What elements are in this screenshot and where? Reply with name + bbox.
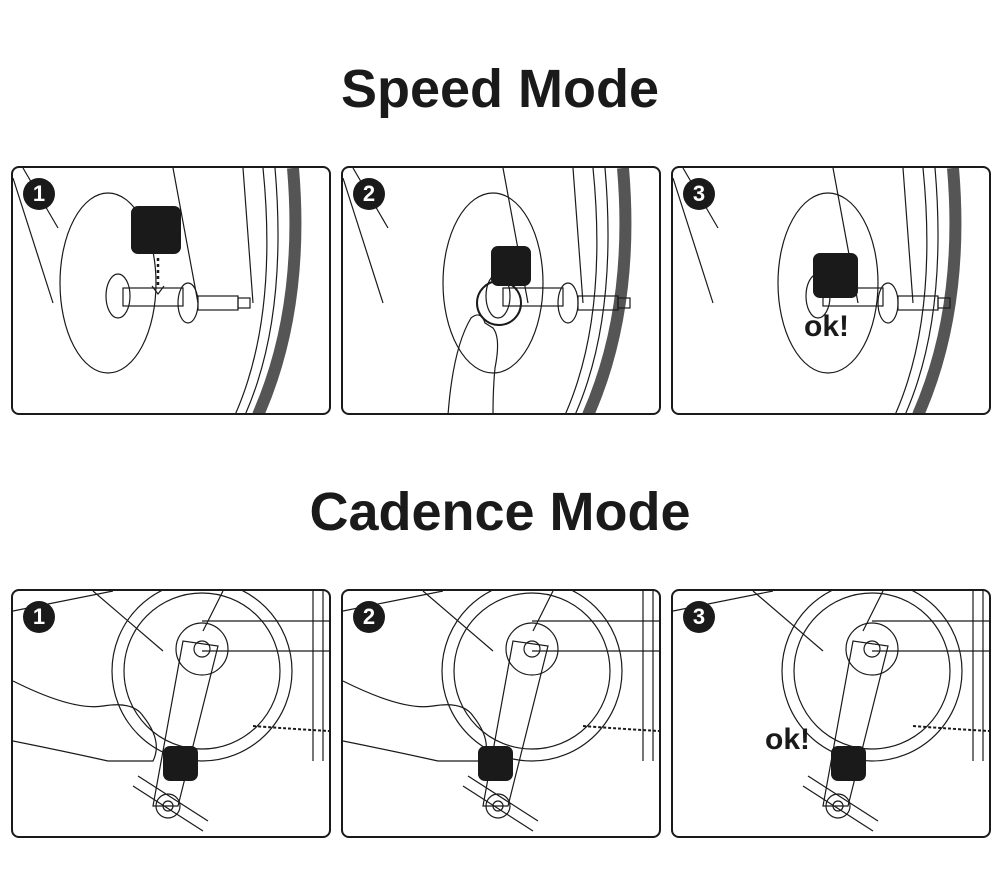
wheel-hub-illustration [673, 168, 962, 413]
step-number-badge: 1 [23, 178, 55, 210]
ok-label: ok! [804, 310, 849, 343]
sensor-icon [478, 746, 513, 781]
cadence-mode-title: Cadence Mode [309, 482, 691, 542]
ok-label: ok! [765, 723, 810, 756]
sensor-icon [813, 253, 858, 298]
wheel-hub-illustration [343, 168, 632, 413]
step-number-badge: 2 [353, 178, 385, 210]
step-number-badge: 1 [23, 601, 55, 633]
wheel-hub-illustration [13, 168, 302, 413]
sensor-icon [491, 246, 531, 286]
sensor-icon [831, 746, 866, 781]
cadence-step-1-panel: 1 [11, 589, 331, 838]
speed-step-1-panel: 1 [11, 166, 331, 415]
sensor-icon [131, 206, 181, 254]
step-number-badge: 2 [353, 601, 385, 633]
cadence-step-3-panel: 3 ok! [671, 589, 991, 838]
speed-mode-title: Speed Mode [340, 59, 660, 119]
speed-step-2-panel: 2 [341, 166, 661, 415]
hand-icon [343, 680, 487, 762]
step-number-badge: 3 [683, 178, 715, 210]
crank-arm-illustration [13, 591, 329, 832]
crank-arm-illustration [343, 591, 659, 832]
step-number-badge: 3 [683, 601, 715, 633]
hand-icon [13, 680, 157, 762]
crank-arm-illustration [673, 591, 989, 832]
hand-icon [447, 314, 499, 413]
sensor-icon [163, 746, 198, 781]
speed-step-3-panel: 3 ok! [671, 166, 991, 415]
cadence-step-2-panel: 2 [341, 589, 661, 838]
